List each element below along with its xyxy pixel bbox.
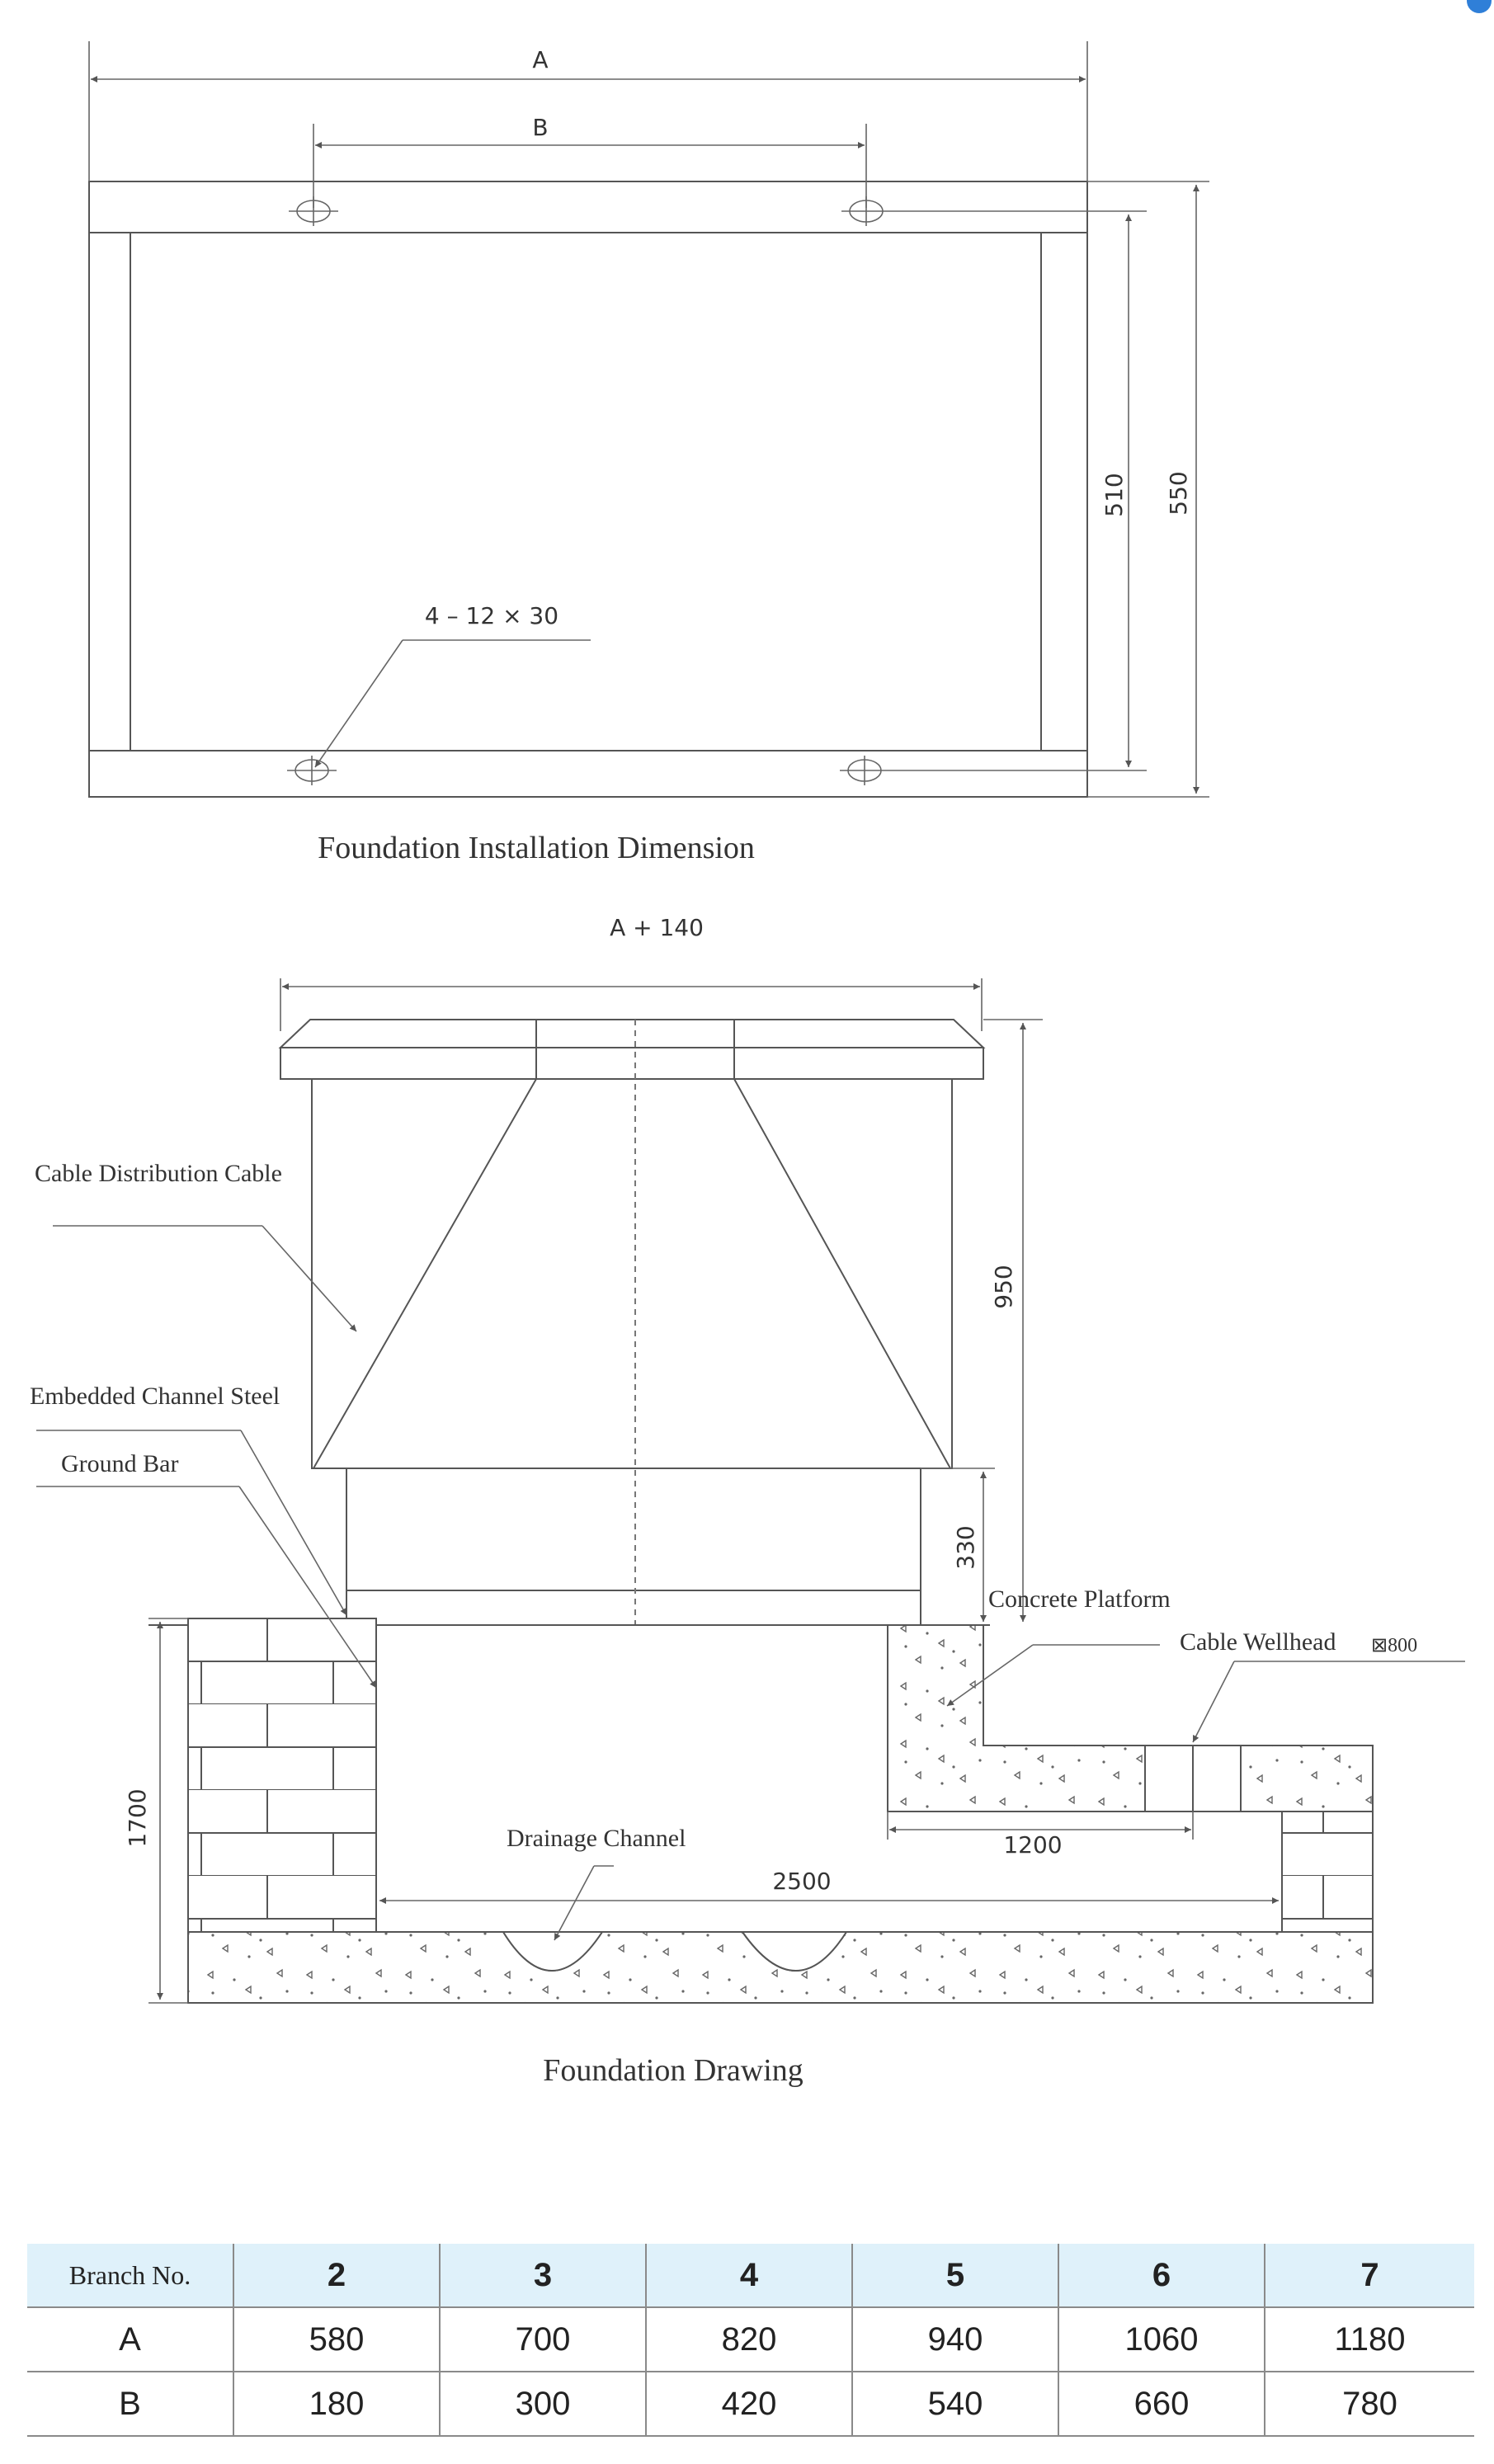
- table-cell: 420: [646, 2372, 853, 2437]
- mounting-hole-bottom-right: [840, 756, 1147, 785]
- frame-inner-opening: [130, 232, 1042, 751]
- cabinet-roof-band: [280, 1047, 984, 1080]
- frame-outline: [88, 181, 1088, 798]
- foundation-section: A + 140 950 330: [30, 914, 1465, 2088]
- label-ground-bar: Ground Bar: [61, 1450, 178, 1477]
- cabinet-body: [311, 1078, 953, 1469]
- dimension-1700-label: 1700: [124, 1788, 151, 1847]
- installation-plan: A B 510: [88, 41, 1209, 865]
- cabinet-base: [346, 1468, 921, 1591]
- cabinet-plinth: [346, 1590, 921, 1626]
- label-cable-wellhead: Cable Wellhead: [1180, 1628, 1336, 1656]
- wellhead-size-label: ⊠800: [1371, 1635, 1417, 1656]
- leader-drainage: [554, 1865, 595, 1941]
- branch-header: 4: [646, 2244, 853, 2308]
- dimension-550-label: 550: [1165, 471, 1192, 515]
- mounting-hole-top-left: [289, 196, 338, 226]
- table-cell: 1060: [1058, 2307, 1265, 2372]
- label-concrete-platform: Concrete Platform: [988, 1585, 1171, 1613]
- branch-header: 5: [852, 2244, 1059, 2308]
- right-brick-wall: [1281, 1811, 1374, 1933]
- branch-header: 7: [1265, 2244, 1474, 2308]
- label-drainage: Drainage Channel: [507, 1825, 686, 1852]
- mounting-hole-top-right: [841, 196, 1147, 226]
- drainage-channel-right: [741, 1931, 848, 1972]
- drainage-channel-left: [502, 1931, 604, 1972]
- row-label: B: [27, 2372, 234, 2437]
- leader-concrete-platform: [946, 1644, 1034, 1707]
- branch-header: 3: [440, 2244, 647, 2308]
- corner-badge-icon[interactable]: [1467, 0, 1492, 13]
- dimension-b-label: B: [532, 114, 548, 141]
- table-row: B 180 300 420 540 660 780: [27, 2372, 1474, 2437]
- installation-caption: Foundation Installation Dimension: [318, 831, 755, 865]
- table-cell: 300: [440, 2372, 647, 2437]
- branch-header: 2: [233, 2244, 441, 2308]
- hole-spec-leader: [314, 639, 403, 768]
- branch-header: 6: [1058, 2244, 1265, 2308]
- left-brick-wall: [187, 1618, 377, 1933]
- dimension-330-label: 330: [952, 1525, 979, 1569]
- table-cell: 660: [1058, 2372, 1265, 2437]
- table-cell: 540: [852, 2372, 1059, 2437]
- cabinet-roof: [278, 1019, 986, 1048]
- table-cell: 940: [852, 2307, 1059, 2372]
- foundation-caption: Foundation Drawing: [543, 2053, 804, 2088]
- leader-embedded-channel: [240, 1430, 347, 1616]
- table-cell: 580: [233, 2307, 441, 2372]
- table-cell: 700: [440, 2307, 647, 2372]
- table-cell: 180: [233, 2372, 441, 2437]
- label-embedded-channel: Embedded Channel Steel: [30, 1383, 280, 1410]
- leader-cable-wellhead: [1192, 1661, 1235, 1743]
- dimension-a-label: A: [532, 46, 548, 73]
- branch-dimension-table: Branch No. 2 3 4 5 6 7 A 580 700 820 940…: [27, 2244, 1474, 2437]
- dimension-2500-label: 2500: [772, 1868, 831, 1895]
- dimension-510-label: 510: [1100, 473, 1128, 516]
- table-cell: 820: [646, 2307, 853, 2372]
- leader-cable-distribution: [262, 1225, 357, 1332]
- dimension-top-label: A + 140: [610, 914, 704, 941]
- dimension-1200-label: 1200: [1003, 1831, 1062, 1859]
- label-cable-distribution: Cable Distribution Cable: [35, 1160, 282, 1187]
- table-header-row: Branch No. 2 3 4 5 6 7: [27, 2244, 1474, 2308]
- mounting-hole-bottom-left: [287, 756, 337, 785]
- leader-ground-bar: [238, 1486, 377, 1689]
- table-cell: 780: [1265, 2372, 1474, 2437]
- hole-spec-label: 4 – 12 × 30: [425, 602, 558, 629]
- table-cell: 1180: [1265, 2307, 1474, 2372]
- table-header-label: Branch No.: [27, 2244, 234, 2308]
- table-row: A 580 700 820 940 1060 1180: [27, 2307, 1474, 2372]
- row-label: A: [27, 2307, 234, 2372]
- dimension-950-label: 950: [990, 1265, 1017, 1308]
